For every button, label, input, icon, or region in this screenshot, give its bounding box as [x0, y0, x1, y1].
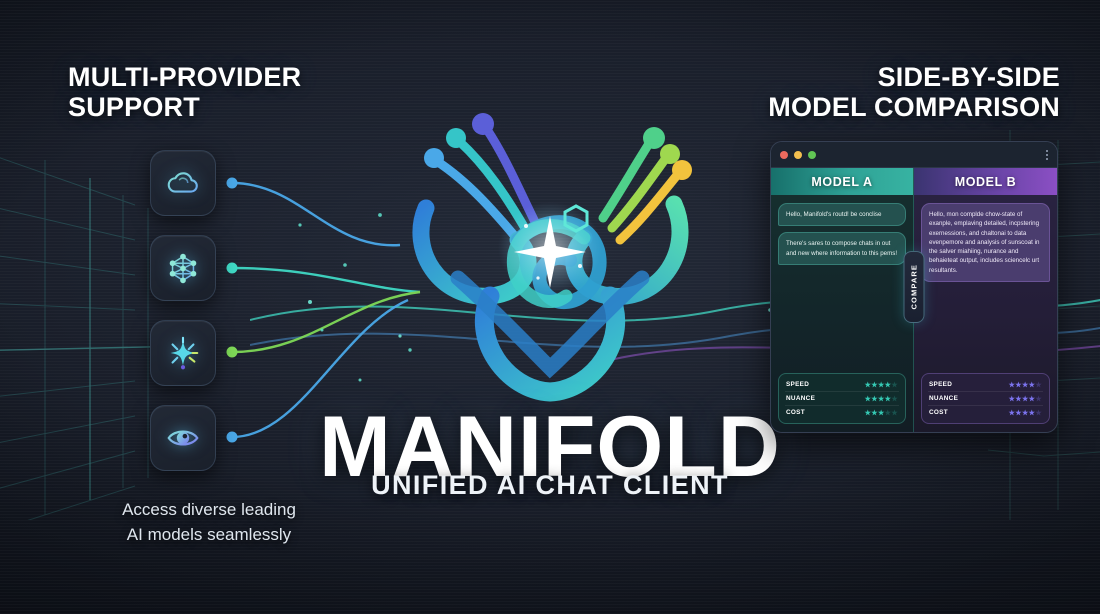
metric-row: NUANCE ★★★★★	[785, 391, 899, 405]
provider-card-cloud[interactable]	[150, 150, 216, 216]
metric-row: SPEED ★★★★★	[928, 378, 1043, 391]
heading-right-line1: SIDE-BY-SIDE	[877, 62, 1060, 92]
heading-multi-provider: MULTI-PROVIDER SUPPORT	[68, 62, 398, 122]
heading-left-line2: SUPPORT	[68, 92, 200, 123]
window-dot-1[interactable]	[794, 150, 802, 159]
chat-bubble: There's sares to compose chats in out an…	[778, 232, 906, 265]
manifold-logo	[398, 100, 703, 410]
eye-icon	[167, 430, 199, 446]
metric-stars: ★★★★★	[864, 409, 898, 417]
metric-row: COST ★★★★★	[928, 405, 1043, 419]
left-subcaption: Access diverse leading AI models seamles…	[74, 498, 344, 547]
metric-stars: ★★★★★	[1008, 409, 1042, 417]
compare-label: COMPARE	[909, 264, 919, 310]
subcaption-line1: Access diverse leading	[122, 500, 296, 519]
metric-label: COST	[929, 409, 948, 416]
metric-row: NUANCE ★★★★★	[928, 391, 1043, 405]
window-dot-2[interactable]	[808, 150, 816, 159]
metric-label: COST	[786, 409, 805, 416]
provider-card-neural-network[interactable]	[150, 235, 216, 301]
chat-bubble: Hello, mon complde chow-state of exanple…	[921, 203, 1050, 283]
heading-side-by-side: SIDE-BY-SIDE MODEL COMPARISON	[700, 62, 1060, 122]
column-title-model-b: MODEL B	[914, 168, 1057, 195]
metric-label: SPEED	[929, 381, 953, 388]
metric-label: NUANCE	[786, 395, 816, 402]
neural-network-icon	[169, 253, 197, 284]
metric-stars: ★★★★★	[1008, 395, 1042, 403]
heading-right-line2: MODEL COMPARISON	[768, 92, 1060, 123]
chat-bubble: Hello, Manifold's routd! be conclise	[778, 203, 906, 227]
metrics-model-b: SPEED ★★★★★ NUANCE ★★★★★ COST ★★★★★	[921, 373, 1050, 424]
subcaption-line2: AI models seamlessly	[126, 524, 292, 544]
column-title-model-a: MODEL A	[771, 168, 913, 195]
brand-tagline: UNIFIED AI CHAT CLIENT	[371, 470, 729, 500]
panel-titlebar	[771, 142, 1057, 168]
metric-stars: ★★★★★	[864, 381, 898, 389]
window-dot-0[interactable]	[780, 150, 788, 159]
window-controls[interactable]	[780, 150, 816, 159]
metric-stars: ★★★★★	[864, 395, 898, 403]
provider-card-eye[interactable]	[150, 405, 216, 471]
column-model-b: MODEL B Hello, mon complde chow-state of …	[914, 168, 1057, 432]
metric-row: COST ★★★★★	[785, 405, 899, 419]
chat-bubbles-model-b: Hello, mon complde chow-state of exanple…	[914, 195, 1057, 373]
heading-left-line1: MULTI-PROVIDER	[68, 62, 302, 92]
page-title: MANIFOLD	[319, 399, 781, 495]
metrics-model-a: SPEED ★★★★★ NUANCE ★★★★★ COST ★★★★★	[778, 373, 906, 424]
compare-button[interactable]: COMPARE	[903, 251, 925, 323]
metric-label: SPEED	[786, 381, 810, 388]
metric-stars: ★★★★★	[1008, 381, 1042, 389]
provider-card-sparkle[interactable]	[150, 320, 216, 386]
kebab-menu-icon[interactable]	[1046, 149, 1048, 160]
metric-label: NUANCE	[929, 395, 959, 402]
sparkle-icon	[170, 336, 199, 370]
metric-row: SPEED ★★★★★	[785, 378, 899, 391]
cloud-icon	[167, 172, 198, 193]
